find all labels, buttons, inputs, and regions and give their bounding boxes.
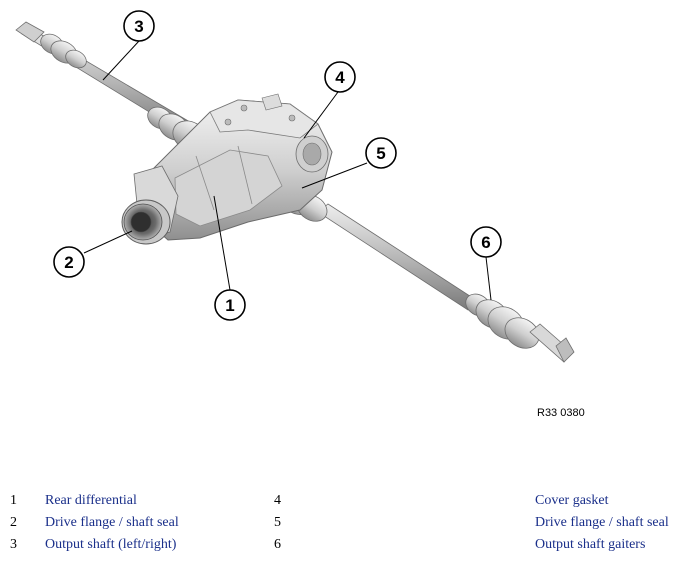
right-outer-gaiter [465,293,540,349]
legend-number: 1 [10,493,17,508]
legend-number: 4 [274,493,281,508]
callout-6-label: 6 [481,233,490,252]
callout-1-label: 1 [225,296,234,315]
legend-number: 6 [274,537,281,552]
legend-number: 5 [274,515,281,530]
callout-3-label: 3 [134,17,143,36]
legend-label: Output shaft (left/right) [45,537,177,552]
legend-label: Drive flange / shaft seal [45,515,179,530]
differential-diagram: 3 4 5 6 2 1 R33 0380 [15,10,585,419]
callout-4: 4 [324,61,356,93]
legend-number: 2 [10,515,17,530]
legend-label: Cover gasket [535,493,609,508]
legend-label: Output shaft gaiters [535,537,646,552]
callout-3: 3 [123,10,155,42]
legend-row: 2 Drive flange / shaft seal 5 Drive flan… [0,515,688,537]
figure-reference: R33 0380 [537,407,585,419]
callout-2-label: 2 [64,253,73,272]
callout-5-label: 5 [376,144,385,163]
right-output-shaft [276,181,575,363]
legend-row: 3 Output shaft (left/right) 6 Output sha… [0,537,688,559]
left-outer-gaiter [40,33,87,69]
legend-label: Drive flange / shaft seal [535,515,669,530]
legend-number: 3 [10,537,17,552]
callout-2: 2 [53,246,85,278]
parts-legend: 1 Rear differential 4 Cover gasket 2 Dri… [0,493,688,563]
leader-lines [83,40,492,301]
callout-5: 5 [365,137,397,169]
callout-6: 6 [470,226,502,258]
drive-flange [121,199,171,245]
legend-label: Rear differential [45,493,137,508]
callout-1: 1 [214,289,246,321]
callout-4-label: 4 [335,68,345,87]
legend-row: 1 Rear differential 4 Cover gasket [0,493,688,515]
left-output-shaft [15,21,208,152]
